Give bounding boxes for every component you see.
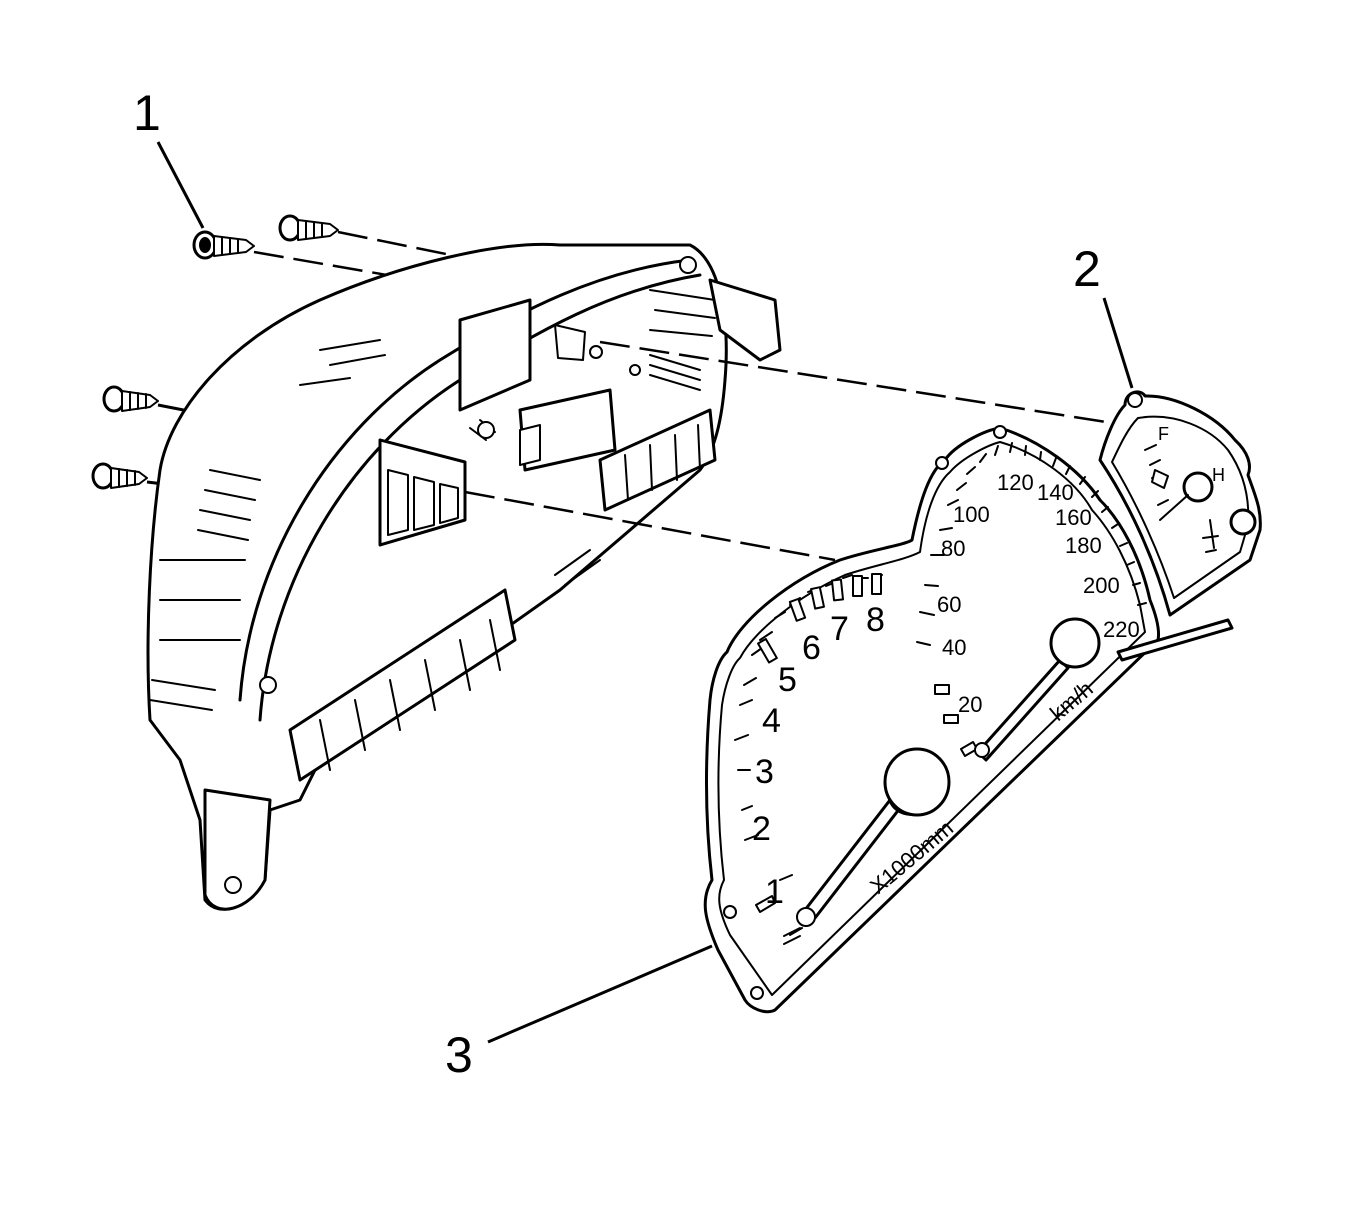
speed-number: 60 [937, 592, 961, 617]
speed-number: 140 [1037, 480, 1074, 505]
tach-number: 5 [778, 661, 797, 699]
fuel-pump-icon [1151, 469, 1169, 489]
speed-number: 160 [1055, 505, 1092, 530]
callout-1: 1 [133, 85, 161, 141]
screw-middle-left [102, 385, 159, 413]
screw-top-left [192, 230, 255, 260]
fuel-full-label: F [1158, 424, 1169, 444]
alignment-line-to-item-2 [599, 340, 1126, 427]
tach-number: 3 [755, 753, 774, 791]
temp-needle-hub [1229, 508, 1257, 536]
speed-number: 100 [953, 502, 990, 527]
leader-line-1 [156, 141, 205, 229]
speed-number: 180 [1065, 533, 1102, 558]
main-gauge-face: 1 2 3 4 5 6 7 8 X1000mm 20 40 60 80 100 … [703, 425, 1234, 1014]
speed-needle-hub [1049, 617, 1101, 669]
screw-top-right [278, 214, 339, 242]
speed-number: 220 [1103, 617, 1140, 642]
speed-number: 40 [942, 635, 966, 660]
screw-bottom-left [91, 462, 148, 490]
leader-line-2 [1102, 297, 1134, 389]
speed-number: 20 [958, 692, 982, 717]
tach-number: 7 [830, 610, 849, 648]
speed-number: 80 [941, 536, 965, 561]
tach-needle-hub [883, 747, 951, 817]
tachometer-ticks [734, 573, 883, 936]
speed-pointer-extension [1116, 618, 1234, 662]
speedometer-ticks [916, 442, 1147, 757]
tach-number: 2 [752, 810, 771, 848]
tach-number: 4 [762, 702, 781, 740]
speed-number: 120 [997, 470, 1034, 495]
tach-number: 8 [866, 601, 885, 639]
tach-number: 6 [802, 629, 821, 667]
speed-number: 200 [1083, 573, 1120, 598]
fuel-temp-gauge-face: F H [1098, 390, 1262, 617]
alignment-line-to-item-3 [464, 490, 836, 562]
temp-hot-label: H [1212, 465, 1225, 485]
cluster-housing [146, 242, 782, 911]
callout-3: 3 [445, 1027, 473, 1083]
tach-number: 1 [765, 873, 784, 911]
leader-line-3 [487, 944, 713, 1044]
callout-2: 2 [1073, 241, 1101, 297]
fuel-needle-hub [1182, 471, 1214, 503]
